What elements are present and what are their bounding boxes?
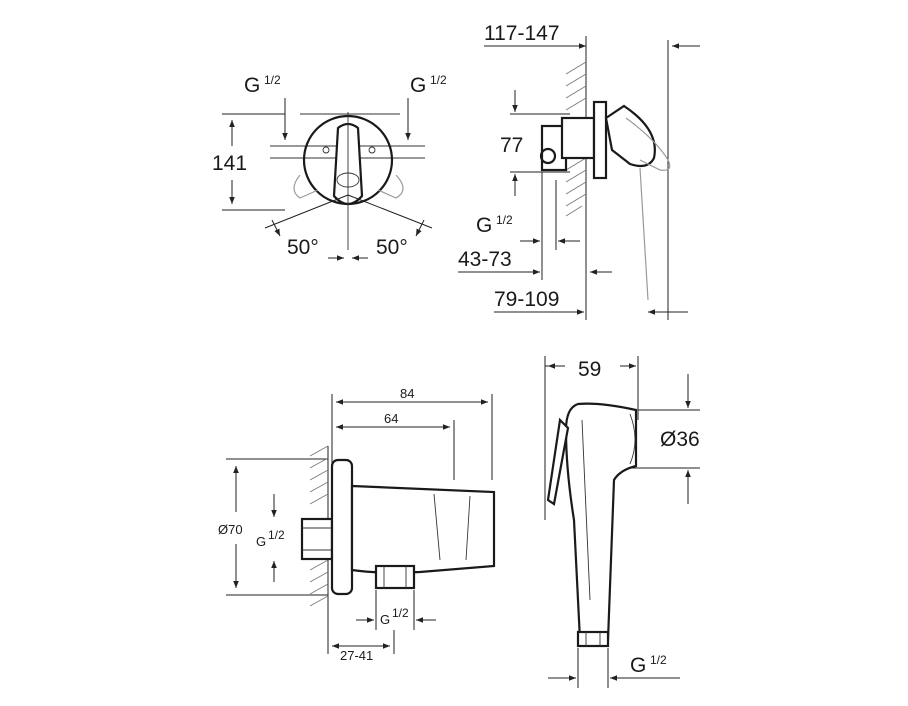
dim-59-label: 59 — [578, 358, 601, 381]
side-escutcheon — [592, 100, 608, 180]
front-view: 141 G 1/2 G 1/2 50° — [212, 73, 447, 261]
svg-text:1/2: 1/2 — [430, 73, 447, 87]
dim-77-label: 77 — [500, 134, 523, 157]
angle-left-label: 50° — [287, 236, 319, 259]
thread-label-handshower: G 1/2 — [630, 653, 667, 677]
thread-label-elbow-bottom: G 1/2 — [380, 606, 409, 627]
thread-label-side: G 1/2 — [476, 213, 513, 237]
svg-text:G: G — [476, 214, 492, 237]
dim-64-label: 64 — [384, 411, 398, 426]
svg-text:1/2: 1/2 — [264, 73, 281, 87]
handshower-head — [564, 402, 638, 642]
side-view: 117-147 77 — [458, 22, 700, 320]
side-lever — [604, 104, 656, 168]
elbow-inlet-nipple — [300, 517, 334, 561]
elbow-flange — [330, 458, 354, 596]
svg-text:1/2: 1/2 — [650, 653, 667, 667]
handshower-view: 59 Ø36 G 1/2 — [544, 356, 700, 688]
svg-text:1/2: 1/2 — [496, 213, 513, 227]
thread-label-elbow-left: G 1/2 — [256, 528, 285, 549]
elbow-view: 84 64 Ø70 — [218, 386, 496, 663]
svg-text:1/2: 1/2 — [268, 528, 285, 542]
elbow-body — [350, 484, 496, 574]
handshower-trigger — [546, 417, 570, 506]
dim-dia36-label: Ø36 — [660, 428, 700, 451]
handshower-connector — [576, 630, 610, 648]
svg-text:G: G — [410, 74, 426, 97]
dim-79-109-label: 79-109 — [494, 288, 559, 311]
dim-27-41-label: 27-41 — [340, 648, 373, 663]
dim-84-label: 84 — [400, 386, 414, 401]
dim-dia70-label: Ø70 — [218, 522, 243, 537]
svg-text:G: G — [244, 74, 260, 97]
svg-text:1/2: 1/2 — [392, 606, 409, 620]
thread-label-front-left: G 1/2 — [244, 73, 281, 97]
elbow-outlet-nipple — [374, 564, 416, 590]
angle-right-label: 50° — [376, 236, 408, 259]
dim-117-147-label: 117-147 — [484, 22, 560, 45]
dim-43-73-label: 43-73 — [458, 248, 512, 271]
dim-141-label: 141 — [212, 152, 247, 175]
svg-text:G: G — [630, 654, 646, 677]
svg-text:G: G — [256, 534, 266, 549]
thread-label-front-right: G 1/2 — [410, 73, 447, 97]
svg-text:G: G — [380, 612, 390, 627]
